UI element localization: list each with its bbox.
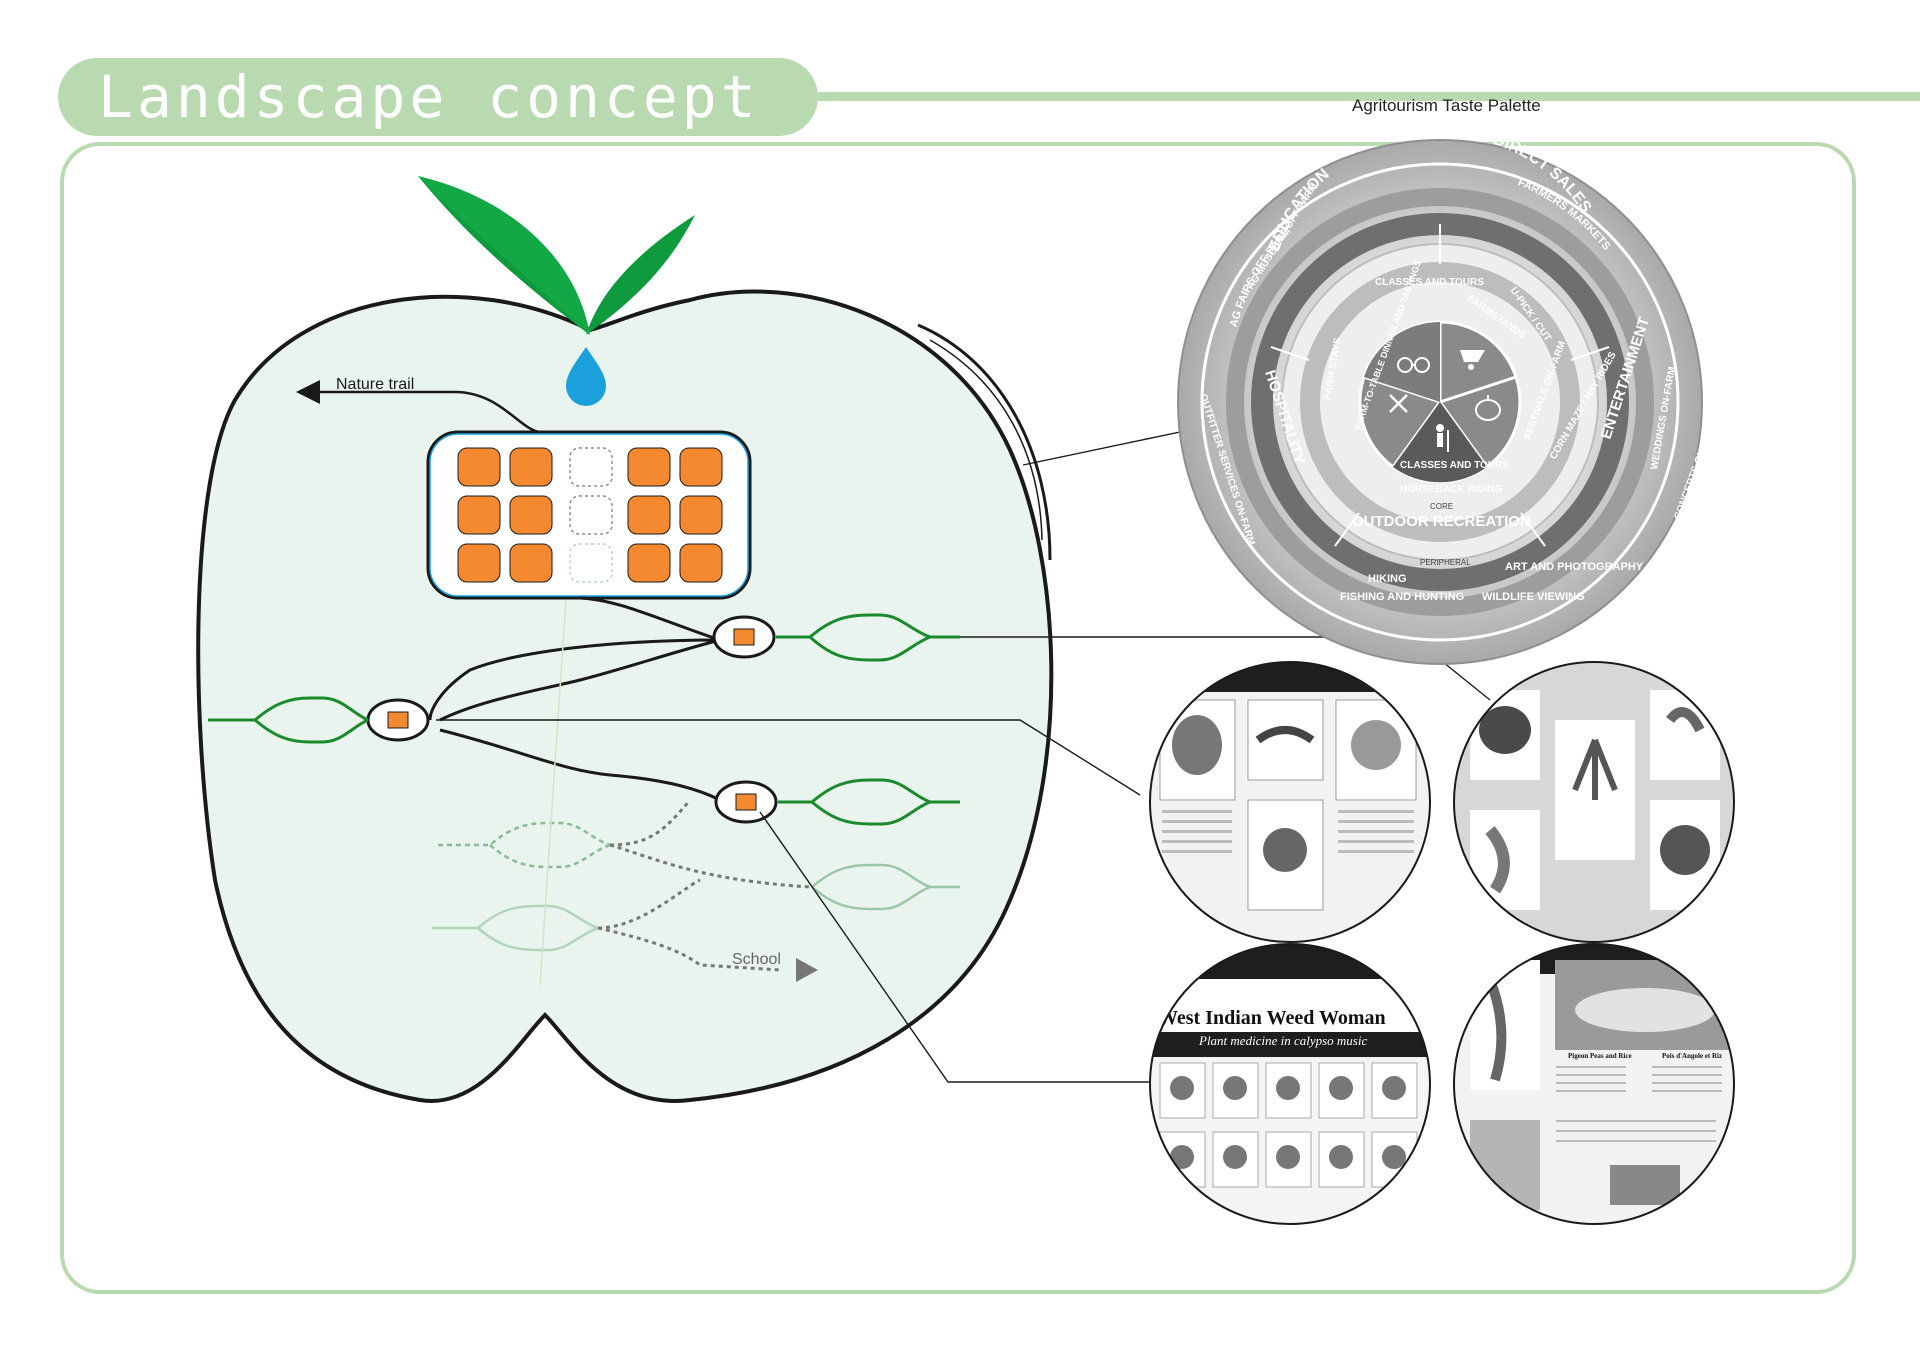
school-arrow-icon [796,958,818,982]
content-frame [60,142,1856,1294]
plot-grid [457,447,723,583]
core-label: CORE [1430,502,1453,511]
path-to-mid-left [428,638,721,721]
agritourism-wheel: AG FAIRS OFF-FARM FARMERS MARKETS EDUCAT… [1177,131,1719,665]
wheelbarrow-icon [1460,350,1485,370]
path-lower-branch [439,728,721,802]
palette-caption: Agritourism Taste Palette [1352,96,1541,115]
recipe-title-left: Pigeon Peas and Rice [1568,1052,1632,1060]
future-route-2 [811,863,960,911]
thumbnail-recipe: Pigeon Peas and Rice Pois d'Angole et Ri… [1454,944,1734,1224]
faint-axis-line [539,599,567,986]
pumpkin-icon [1475,395,1501,421]
plot-cell [679,447,723,487]
plot-empty [569,447,613,487]
school-label: School [732,951,781,968]
nature-trail-arrow-icon [296,380,320,404]
green-route-top [776,613,960,662]
node-top [712,615,776,659]
segment-outdoor-recreation: OUTDOOR RECREATION [1352,513,1531,530]
apple-highlight-arc [917,323,1052,561]
nature-trail-path [320,390,541,434]
inner-item-classes-tours-top: CLASSES AND TOURS [1375,277,1484,288]
weed-woman-subtitle: Plant medicine in calypso music [1198,1033,1367,1048]
plot-cell [679,495,723,535]
plot-empty [569,495,613,535]
node-left [366,698,430,742]
green-route-left [208,696,369,744]
outer-item-wildlife: WILDLIFE VIEWING [1482,591,1585,603]
plot-empty [569,543,613,583]
plot-cell [509,495,553,535]
inner-item-horseback: HORSEBACK RIDING [1400,484,1502,495]
peripheral-label: PERIPHERAL [1420,558,1471,567]
recipe-title-right: Pois d'Angole et Riz [1662,1052,1722,1060]
leaf-right [586,215,695,335]
path-trunk [579,596,721,642]
page-title: Landscape concept [98,63,760,131]
apple-highlight-arc-2 [929,339,1043,541]
header-pill: Landscape concept [58,58,818,136]
plot-cell [457,447,501,487]
water-drop-icon [566,347,606,406]
outer-item-hiking: HIKING [1368,573,1407,585]
plot-cell [509,447,553,487]
plot-cell [679,543,723,583]
thumbnail-botanical-1 [1150,662,1430,942]
leaf-left-body [418,176,590,335]
outer-item-art: ART AND PHOTOGRAPHY [1505,561,1644,573]
hiker-icon [1436,424,1449,452]
apple-outline [196,289,1054,1103]
plot-cell [457,495,501,535]
inner-item-classes-tours-bottom: CLASSES AND TOURS [1400,460,1509,471]
node-bottom [714,780,778,824]
fork-spoon-icon [1389,394,1408,413]
plot-cell [627,447,671,487]
weed-woman-title: West Indian Weed Woman [1158,1007,1386,1029]
dashed-links [597,799,811,972]
glasses-icon [1397,357,1430,373]
nature-trail-label: Nature trail [336,376,414,393]
plot-cell [627,495,671,535]
outer-item-fishing: FISHING AND HUNTING [1340,591,1464,603]
thumbnail-weed-woman: West Indian Weed Woman Plant medicine in… [1150,944,1430,1224]
future-route-3 [432,904,599,952]
plot-cell [457,543,501,583]
plot-cell [509,543,553,583]
thumbnail-botanical-2 [1454,662,1734,942]
green-route-bottom [778,778,960,826]
header-rule [818,92,1920,101]
plot-cell [627,543,671,583]
